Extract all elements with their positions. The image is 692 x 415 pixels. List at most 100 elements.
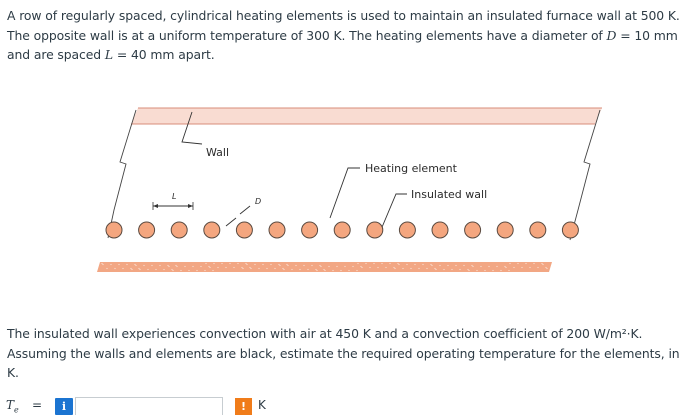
insulation-speck — [398, 263, 400, 266]
insulation-speck — [200, 265, 202, 268]
insulation-speck — [422, 263, 424, 266]
heating-element — [561, 221, 579, 239]
insulation-speck — [484, 269, 486, 272]
insulation-speck — [233, 266, 235, 269]
insulation-speck — [537, 266, 539, 269]
insulation-speck — [365, 262, 367, 265]
insulation-speck — [546, 267, 548, 270]
insulation-speck — [262, 263, 264, 266]
insulation-speck — [246, 263, 248, 266]
insulation-speck — [118, 263, 120, 266]
arrow-head-right — [188, 204, 193, 208]
insulation-speck — [286, 263, 288, 266]
insulation-speck — [455, 264, 457, 267]
answer-row: Te = i ! K — [6, 396, 306, 415]
insulation-speck — [274, 267, 276, 270]
insulation-speck — [245, 262, 247, 265]
insulation-speck — [410, 267, 412, 270]
insulation-speck — [303, 264, 305, 267]
insulation-speck — [348, 269, 350, 272]
answer-unit: K — [258, 398, 266, 412]
insulation-speck — [320, 265, 322, 268]
heating-element — [366, 221, 384, 239]
insulation-speck — [323, 268, 325, 271]
insulation-speck — [208, 265, 210, 268]
spacing-value: 40 mm — [131, 47, 175, 62]
heating-element — [235, 221, 253, 239]
insulation-speck — [533, 262, 535, 265]
insulated-wall-leader — [379, 193, 407, 233]
insulation-speck — [213, 262, 215, 265]
insulation-speck — [291, 268, 293, 271]
heating-element — [138, 221, 156, 239]
insulation-speck — [525, 262, 527, 265]
insulation-speck — [463, 264, 465, 267]
insulation-speck — [472, 265, 474, 268]
heating-element — [333, 221, 351, 239]
insulation-speck — [418, 267, 420, 270]
insulation-speck — [250, 267, 252, 270]
insulation-speck — [126, 263, 128, 266]
insulation-speck — [155, 268, 157, 271]
insulation-speck — [500, 269, 502, 272]
insulation-speck — [505, 266, 507, 269]
insulation-speck — [332, 269, 334, 272]
insulation-speck — [217, 266, 219, 269]
insulation-speck — [385, 266, 387, 269]
insulation-speck — [504, 265, 506, 268]
heating-element — [496, 221, 514, 239]
insulation-speck — [147, 268, 149, 271]
insulation-speck — [402, 267, 404, 270]
insulation-speck — [324, 269, 326, 272]
insulation-speck — [254, 263, 256, 266]
insulation-speck — [175, 264, 177, 267]
insulation-speck — [295, 264, 297, 267]
insulation-speck — [545, 266, 547, 269]
insulation-speck — [249, 266, 251, 269]
symbol-d: D — [606, 27, 617, 43]
arrow-head-left — [153, 204, 158, 208]
heating-element — [301, 221, 319, 239]
insulation-speck — [476, 269, 478, 272]
insulation-speck — [373, 262, 375, 265]
insulation-speck — [204, 269, 206, 272]
insulation-speck — [434, 267, 436, 270]
insulation-speck — [369, 266, 371, 269]
insulation-speck — [106, 267, 108, 270]
problem-statement-1: A row of regularly spaced, cylindrical h… — [7, 6, 689, 65]
insulation-speck — [361, 266, 363, 269]
insulation-speck — [171, 268, 173, 271]
insulation-speck — [188, 269, 190, 272]
answer-symbol: Te — [6, 398, 19, 414]
insulation-speck — [192, 265, 194, 268]
insulation-speck — [316, 269, 318, 272]
heating-element — [203, 221, 221, 239]
diameter-value: 10 mm — [634, 27, 678, 43]
answer-input[interactable] — [75, 397, 223, 415]
insulation-speck — [101, 262, 103, 265]
insulation-speck — [138, 267, 140, 270]
problem-statement-2: The insulated wall experiences convectio… — [7, 326, 680, 380]
insulation-speck — [414, 263, 416, 266]
warning-icon[interactable]: ! — [235, 398, 252, 415]
insulation-speck — [439, 264, 441, 267]
insulation-speck — [122, 267, 124, 270]
insulation-speck — [311, 264, 313, 267]
insulation-speck — [212, 269, 214, 272]
insulation-speck — [480, 265, 482, 268]
insulation-speck — [467, 268, 469, 271]
insulation-speck — [130, 267, 132, 270]
insulation-speck — [451, 268, 453, 271]
insulation-speck — [352, 265, 354, 268]
heating-element — [431, 221, 449, 239]
dimension-d-label: D — [255, 197, 261, 206]
info-icon[interactable]: i — [55, 398, 73, 415]
insulation-speck — [406, 263, 408, 266]
insulation-speck — [336, 265, 338, 268]
insulation-speck — [443, 268, 445, 271]
insulation-speck — [315, 268, 317, 271]
insulation-speck — [397, 262, 399, 265]
insulation-speck — [258, 267, 260, 270]
insulation-speck — [134, 263, 136, 266]
dimension-d-arrow-lower — [225, 217, 237, 227]
